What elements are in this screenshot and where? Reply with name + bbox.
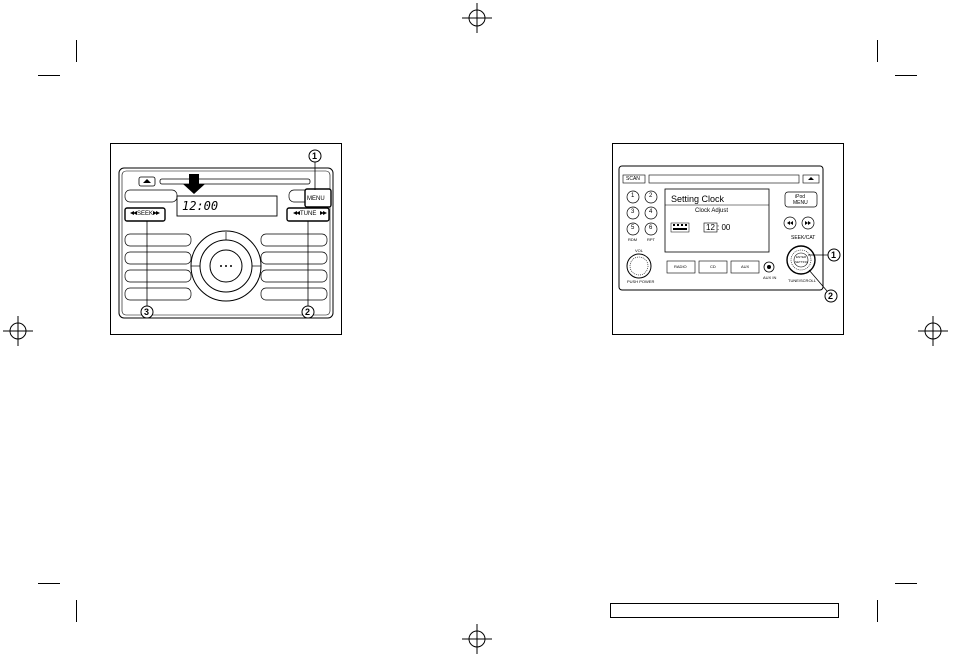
callout-2: 2: [305, 307, 311, 317]
footer-bar: [610, 603, 839, 618]
cd-button-label: CD: [710, 264, 716, 269]
crop-mark: [38, 75, 60, 76]
seek-button-label: SEEK: [137, 211, 154, 217]
crop-mark: [895, 75, 917, 76]
aux-in-label: AUX IN: [763, 275, 777, 280]
ipod-label: iPod: [795, 194, 806, 200]
callout-3: 3: [144, 307, 150, 317]
tune-button-label: TUNE: [300, 211, 317, 217]
crop-mark: [877, 600, 878, 622]
crop-mark: [877, 40, 878, 62]
preset-1: 1: [631, 193, 635, 199]
menu-button-label: MENU: [307, 196, 325, 202]
rpt-label: RPT: [647, 237, 655, 242]
radio-screen-drawing: [618, 165, 841, 303]
preset-2: 2: [649, 193, 653, 199]
radio-button-label: RADIO: [674, 264, 687, 269]
aux-button-label: AUX: [741, 264, 750, 269]
preset-6: 6: [649, 225, 653, 231]
rdm-label: RDM: [628, 237, 638, 242]
crop-mark: [76, 40, 77, 62]
callout-1: 1: [312, 151, 318, 161]
preset-3: 3: [631, 209, 635, 215]
registration-mark-right: [918, 316, 948, 346]
tune-scroll-label: TUNE/SCROLL: [788, 278, 817, 283]
scan-label: SCAN: [626, 176, 640, 182]
preset-4: 4: [649, 209, 653, 215]
callout-2: 2: [828, 291, 834, 301]
preset-5: 5: [631, 225, 635, 231]
clock-minutes: : 00: [717, 223, 731, 232]
seek-cat-label: SEEK/CAT: [791, 235, 816, 241]
screen-subtitle: Clock Adjust: [695, 208, 729, 214]
registration-mark-top: [462, 3, 492, 33]
callout-1: 1: [831, 250, 837, 260]
crop-mark: [895, 583, 917, 584]
clock-hour: 12: [706, 223, 715, 232]
left-figure-frame: 12:00 MENU SEEK TUNE 1 3 2: [110, 143, 342, 335]
right-figure-frame: SCAN Setting Clock Clock Adjust 12 : 00 …: [612, 143, 844, 335]
knob-label-enter: ENTER: [796, 255, 807, 259]
ipod-menu-label: MENU: [793, 200, 808, 206]
vol-label: VOL: [635, 248, 644, 253]
registration-mark-bottom: [462, 624, 492, 654]
knob-label-setting: SETTING: [795, 260, 809, 264]
radio-unit-drawing: [118, 149, 334, 319]
push-power-label: PUSH POWER: [627, 279, 655, 284]
registration-mark-left: [3, 316, 33, 346]
screen-title: Setting Clock: [671, 194, 725, 204]
display-time: 12:00: [182, 199, 219, 213]
crop-mark: [76, 600, 77, 622]
crop-mark: [38, 583, 60, 584]
